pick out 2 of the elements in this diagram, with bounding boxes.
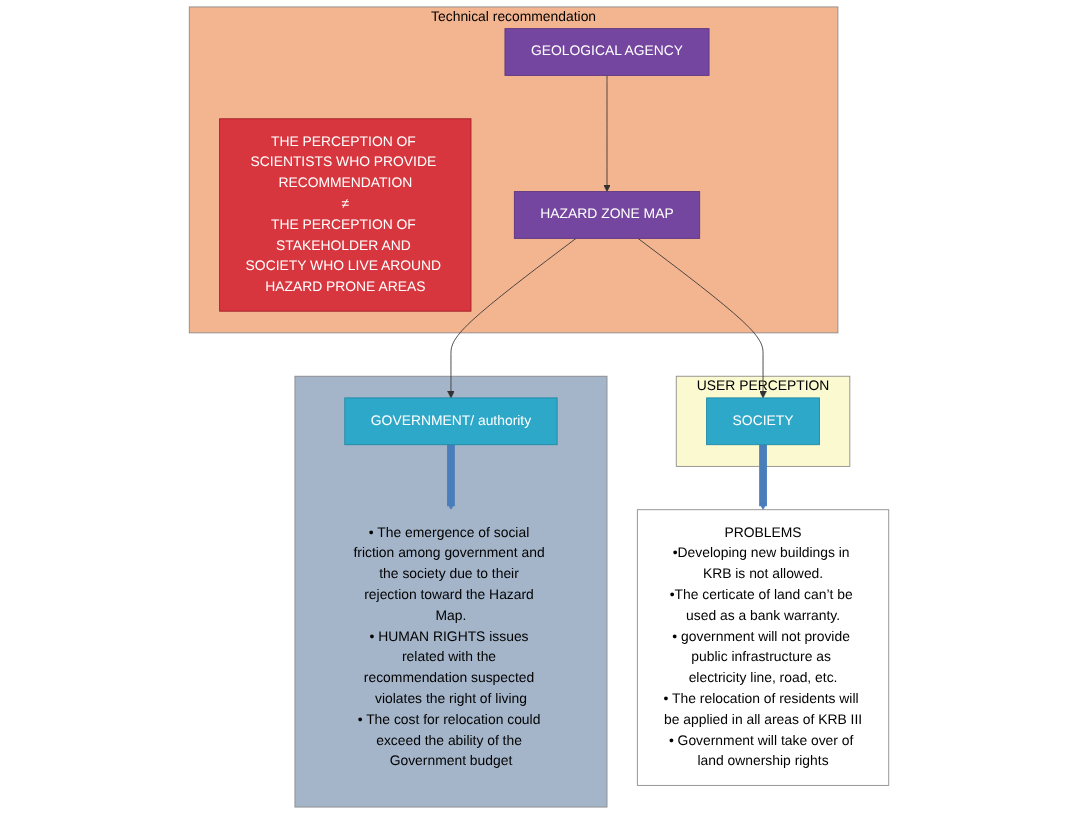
arrow bbox=[759, 444, 767, 511]
cluster bbox=[294, 375, 608, 808]
